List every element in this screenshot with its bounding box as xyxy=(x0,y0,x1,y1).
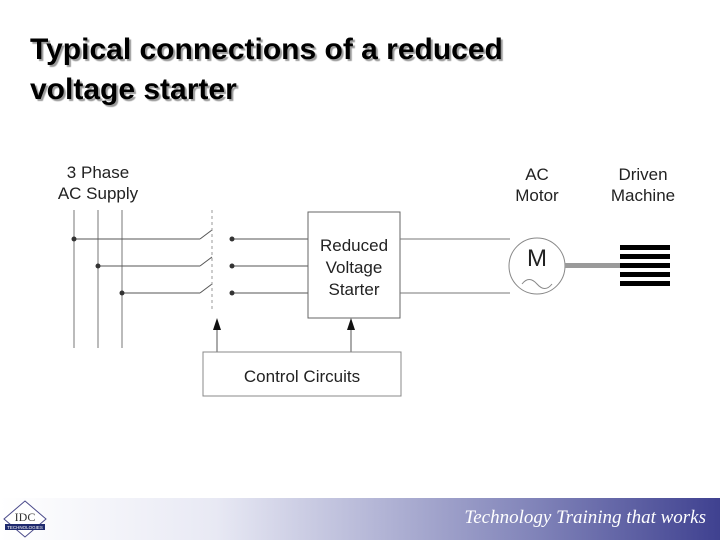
idc-logo-icon: IDC TECHNOLOGIES xyxy=(3,500,47,538)
control-circuits-box xyxy=(202,351,402,397)
switch-contact-dots xyxy=(229,236,235,296)
page-title: Typical connections of a reduced voltage… xyxy=(30,30,670,110)
motor-letter: M xyxy=(527,245,547,272)
starter-box xyxy=(307,211,401,319)
title-line-1: Typical connections of a reduced xyxy=(30,33,503,66)
supply-label-line-1: 3 Phase xyxy=(67,163,129,182)
control-circuits-label: Control Circuits xyxy=(244,367,360,386)
control-signal-arrows xyxy=(213,318,355,352)
logo-subtext: TECHNOLOGIES xyxy=(7,525,43,530)
footer-tagline: Technology Training that works xyxy=(464,507,706,528)
starter-label-line-3: Starter xyxy=(328,280,379,299)
supply-label-line-2: AC Supply xyxy=(58,184,139,203)
machine-label-line-2: Machine xyxy=(611,186,675,205)
motor-label-line-2: Motor xyxy=(515,186,559,205)
motor-feed-lines xyxy=(400,238,510,294)
motor-label-line-1: AC xyxy=(525,165,549,184)
starter-label-line-2: Voltage xyxy=(326,258,383,277)
footer-bar: IDC TECHNOLOGIES Technology Training tha… xyxy=(0,498,720,540)
isolator-switch xyxy=(199,210,213,310)
supply-connection-dots xyxy=(71,236,125,296)
motor-shaft xyxy=(565,263,620,268)
supply-busbars xyxy=(73,210,123,348)
logo-text: IDC xyxy=(15,510,36,524)
sine-wave-icon xyxy=(521,279,553,289)
starter-connection-diagram: 3 Phase AC Supply AC Motor Driven Machin… xyxy=(58,163,675,397)
machine-label-line-1: Driven xyxy=(618,165,667,184)
driven-machine-icon xyxy=(620,245,670,286)
title-line-2: voltage starter xyxy=(30,73,237,106)
starter-label-line-1: Reduced xyxy=(320,236,388,255)
phase-lines xyxy=(74,238,308,294)
